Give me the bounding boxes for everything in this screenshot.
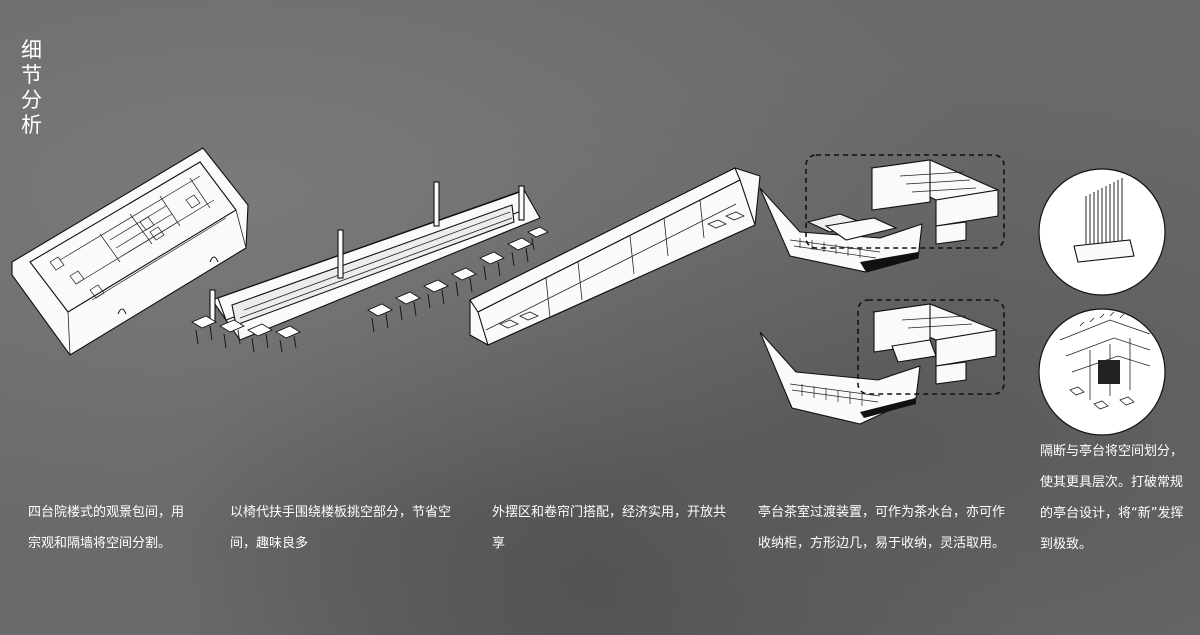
detail-circle-seating: [1038, 308, 1166, 436]
caption-outdoor-area: 外摆区和卷帘门搭配，经济实用，开放共享: [492, 505, 727, 551]
detail-circle-screen: [1038, 168, 1166, 296]
drawing-tea-pavilion-top: [759, 154, 1005, 273]
drawing-mezzanine-platform: [191, 181, 549, 353]
caption-tea-pavilion: 亭台茶室过渡装置，可作为茶水台，亦可作收纳柜，方形边几，易于收纳，灵活取用。: [758, 505, 1006, 551]
drawing-outdoor-seating-block: [469, 167, 761, 346]
caption-mezzanine-chairs: 以椅代扶手围绕楼板挑空部分，节省空间，趣味良多: [230, 505, 452, 551]
drawing-viewing-pavilion: [11, 147, 249, 356]
drawing-tea-pavilion-bottom: [759, 299, 1005, 425]
caption-viewing-pavilion: 四台院楼式的观景包间，用宗观和隔墙将空间分割。: [28, 505, 185, 551]
section-title: 细节分析: [21, 38, 43, 137]
caption-partition-layering: 隔断与亭台将空间划分，使其更具层次。打破常规的亭台设计，将“新”发挥到极致。: [1040, 444, 1184, 552]
